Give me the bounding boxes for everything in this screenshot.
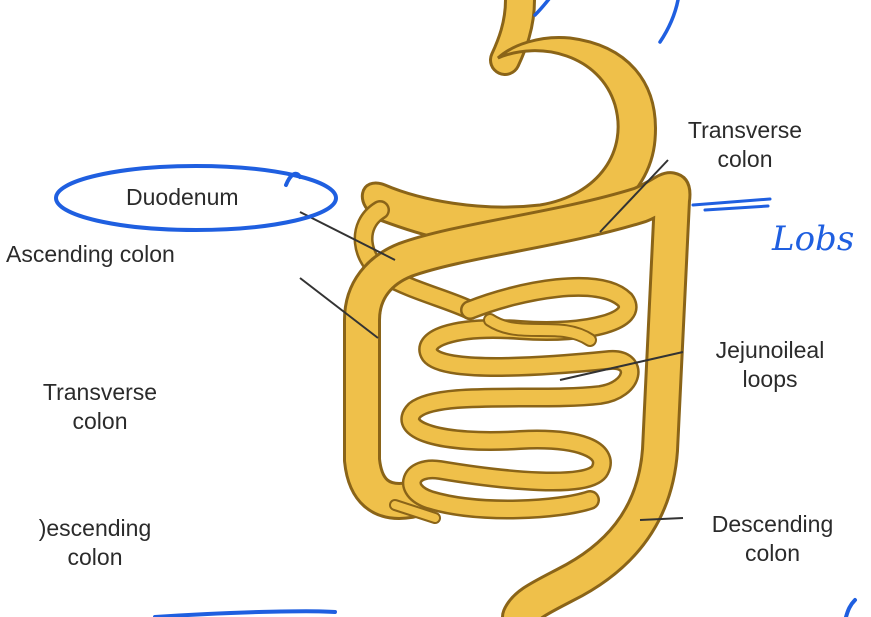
label-descending-left-line2: colon xyxy=(0,543,190,572)
label-transverse-colon-left-line1: Transverse xyxy=(10,378,190,407)
ink-stroke-top-right xyxy=(660,0,678,42)
label-transverse-colon-left: Transverse colon xyxy=(10,378,190,436)
handwritten-lobs: Lobs xyxy=(772,222,854,256)
label-jejunoileal-line1: Jejunoileal xyxy=(680,336,860,365)
bottom-stroke xyxy=(155,611,335,617)
label-descending-colon-left: )escending colon xyxy=(0,514,190,572)
transverse-arrow xyxy=(693,199,770,205)
label-transverse-colon-left-line2: colon xyxy=(10,407,190,436)
label-descending-left-line1: )escending xyxy=(0,514,190,543)
jejunoileal-loops xyxy=(410,287,629,510)
label-duodenum: Duodenum xyxy=(126,183,239,212)
label-descending-colon-right: Descending colon xyxy=(680,510,865,568)
label-jejunoileal-line2: loops xyxy=(680,365,860,394)
ink-stroke-top xyxy=(535,0,556,15)
label-descending-right-line2: colon xyxy=(680,539,865,568)
bottom-right-stroke xyxy=(846,600,855,617)
label-transverse-colon-right-line1: Transverse xyxy=(660,116,830,145)
label-transverse-colon-right: Transverse colon xyxy=(660,116,830,174)
transverse-arrow-under xyxy=(705,206,768,210)
label-ascending-colon: Ascending colon xyxy=(6,240,175,269)
label-jejunoileal-loops: Jejunoileal loops xyxy=(680,336,860,394)
label-descending-right-line1: Descending xyxy=(680,510,865,539)
label-transverse-colon-right-line2: colon xyxy=(660,145,830,174)
